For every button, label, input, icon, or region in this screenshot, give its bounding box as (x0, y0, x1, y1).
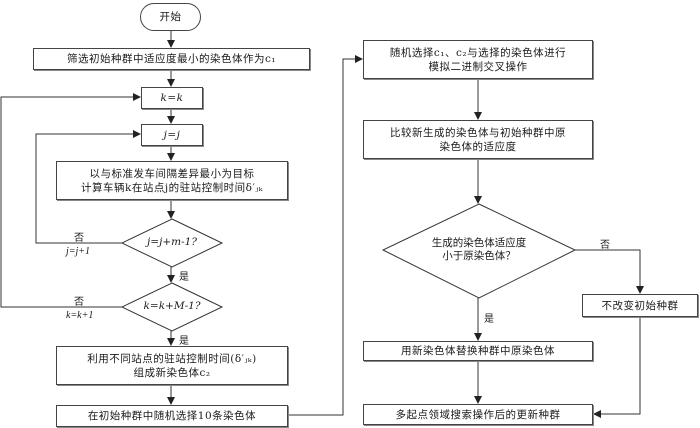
random-select-label: 在初始种群中随机选择10条染色体 (87, 410, 257, 422)
start-label: 开始 (159, 11, 182, 23)
compute-dwell-step: 以与标准发车间隔差异最小为目标 计算车辆k在站点j的驻站控制时间δ′ⱼₖ (56, 161, 288, 200)
compute-line1: 以与标准发车间隔差异最小为目标 (89, 167, 255, 180)
select-c1-label: 筛选初始种群中适应度最小的染色体作为c₁ (66, 53, 277, 65)
form-c2-line1: 利用不同站点的驻站控制时间(δ′ⱼₖ) (87, 352, 257, 365)
edge-label-j-increment: j=j+1 (66, 246, 91, 257)
form-c2-step: 利用不同站点的驻站控制时间(δ′ⱼₖ) 组成新染色体c₂ (56, 346, 288, 385)
decision-fit-label: 生成的染色体适应度 小于原染色体？ (409, 237, 549, 263)
arrow-condfit-no (575, 249, 644, 294)
decision-shape-fit (381, 203, 577, 299)
j-init-label: j=j (163, 129, 181, 141)
decision-shape-k (120, 282, 224, 332)
k-init-label: k=k (160, 92, 184, 104)
edge-label-fit-yes: 是 (484, 314, 494, 325)
arrow-keep-to-result (593, 317, 641, 418)
k-init-step: k=k (141, 87, 203, 109)
decision-j-label: j=j+m-1? (147, 236, 197, 248)
crossover-line2: 模拟二进制交叉操作 (428, 60, 528, 73)
keep-population-step: 不改变初始种群 (582, 294, 698, 317)
compare-line1: 比较新生成的染色体与初始种群中原 (390, 126, 566, 139)
decision-fit-line2: 小于原染色体？ (442, 250, 516, 262)
edge-label-k-yes: 是 (179, 336, 189, 347)
j-init-step: j=j (141, 124, 203, 146)
decision-k-label: k=k+M-1? (143, 300, 201, 312)
result-label: 多起点领域搜索操作后的更新种群 (395, 408, 561, 421)
crossover-line1: 随机选择c₁、c₂与选择的染色体进行 (389, 46, 567, 59)
decision-shape-j (120, 218, 224, 268)
crossover-step: 随机选择c₁、c₂与选择的染色体进行 模拟二进制交叉操作 (363, 40, 593, 79)
arrow-random-to-crossover (288, 55, 363, 416)
keep-population-label: 不改变初始种群 (601, 299, 679, 312)
replace-label: 用新染色体替换种群中原染色体 (401, 345, 555, 357)
start-terminal: 开始 (140, 3, 201, 31)
random-select-step: 在初始种群中随机选择10条染色体 (56, 405, 288, 427)
replace-step: 用新染色体替换种群中原染色体 (363, 341, 593, 361)
result-step: 多起点领域搜索操作后的更新种群 (363, 404, 593, 425)
edge-label-j-yes: 是 (179, 272, 189, 283)
compute-line2: 计算车辆k在站点j的驻站控制时间δ′ⱼₖ (81, 181, 263, 194)
loop-j (35, 130, 141, 244)
select-c1-step: 筛选初始种群中适应度最小的染色体作为c₁ (33, 48, 310, 70)
compare-step: 比较新生成的染色体与初始种群中原 染色体的适应度 (363, 120, 593, 159)
edge-label-k-no: 否 (74, 297, 84, 308)
decision-fit-line1: 生成的染色体适应度 (431, 237, 527, 249)
edge-label-j-no: 否 (74, 233, 84, 244)
loop-k (0, 93, 141, 308)
form-c2-line2: 组成新染色体c₂ (133, 366, 211, 379)
compare-line2: 染色体的适应度 (439, 140, 517, 153)
edge-label-k-increment: k=k+1 (66, 310, 94, 321)
edge-label-fit-no: 否 (600, 240, 610, 251)
